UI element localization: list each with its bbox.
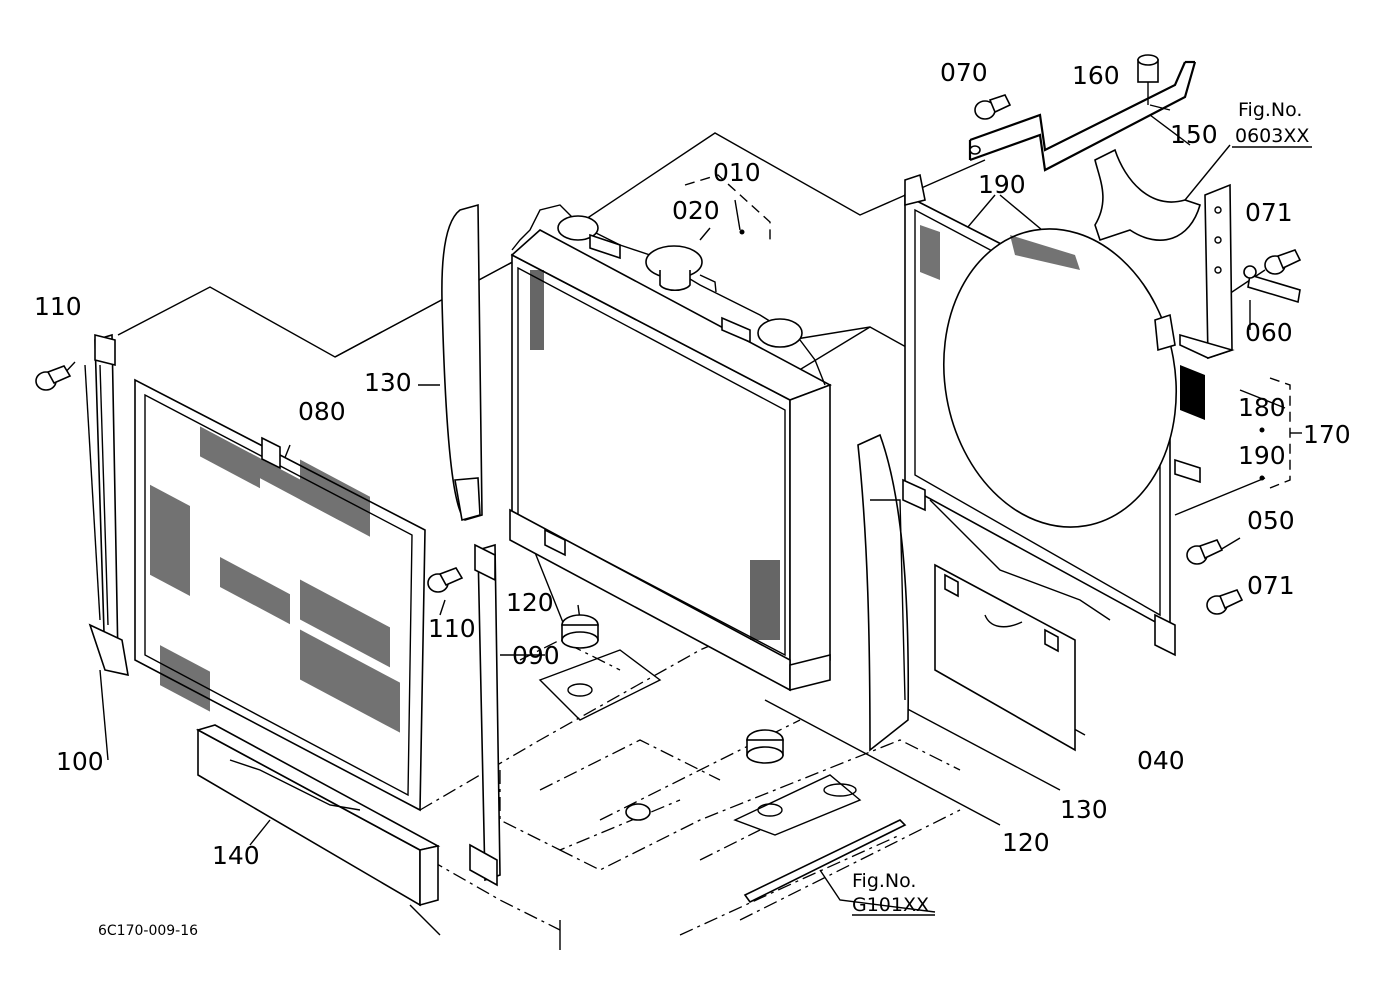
fig-ref-top-code: 0603XX — [1235, 125, 1309, 147]
label-010: 010 — [713, 158, 761, 187]
label-100: 100 — [56, 747, 104, 776]
label-080: 080 — [298, 397, 346, 426]
label-040: 040 — [1137, 746, 1185, 775]
part-010-radiator — [509, 204, 832, 692]
part-071-bolt-lower — [1206, 589, 1244, 615]
part-130-seal-right — [857, 433, 910, 752]
label-070: 070 — [940, 58, 988, 87]
fig-ref-top-title: Fig.No. — [1238, 99, 1302, 121]
part-040-cover-plate — [934, 563, 1076, 752]
drawing-code: 6C170-009-16 — [98, 923, 198, 939]
label-130-right: 130 — [1060, 795, 1108, 824]
label-050: 050 — [1247, 506, 1295, 535]
part-120-mount-left — [538, 614, 662, 721]
part-100-left-bracket — [84, 333, 129, 677]
label-071-upper: 071 — [1245, 198, 1293, 227]
fig-ref-bottom-title: Fig.No. — [852, 870, 916, 892]
label-170: 170 — [1303, 420, 1351, 449]
fig-0603-reference-bracket — [1094, 148, 1235, 360]
label-140: 140 — [212, 841, 260, 870]
label-180: 180 — [1238, 393, 1286, 422]
label-060: 060 — [1245, 318, 1293, 347]
part-120-mount-right — [625, 729, 862, 836]
label-110-right: 110 — [428, 614, 476, 643]
part-140-bottom-seal — [195, 724, 441, 907]
label-160: 160 — [1072, 61, 1120, 90]
label-130-left: 130 — [364, 368, 412, 397]
part-160-bolt — [1137, 54, 1159, 105]
label-071-lower: 071 — [1247, 571, 1295, 600]
part-150-upper-bracket — [968, 60, 1197, 172]
part-090-right-bracket — [469, 543, 501, 887]
label-020: 020 — [672, 196, 720, 225]
part-110-bolt-left — [35, 365, 72, 391]
label-120-left: 120 — [506, 588, 554, 617]
label-090: 090 — [512, 641, 560, 670]
label-120-right: 120 — [1002, 828, 1050, 857]
group-bracket-170 — [1259, 377, 1302, 489]
part-170-fan-shroud — [902, 173, 1205, 657]
part-050-bolt — [1186, 539, 1224, 565]
label-150: 150 — [1170, 120, 1218, 149]
fig-ref-bottom-code: G101XX — [852, 894, 929, 916]
part-071-bolt-upper — [1264, 249, 1302, 275]
part-080-screen — [134, 378, 426, 812]
part-060-rod — [1243, 265, 1301, 304]
part-020-radiator-cap — [645, 245, 717, 293]
label-110-left: 110 — [34, 292, 82, 321]
part-070-bolt — [974, 94, 1012, 120]
part-110-bolt-right — [427, 567, 464, 593]
label-190-bottom: 190 — [1238, 441, 1286, 470]
part-130-seal-left — [441, 203, 483, 522]
group-bracket-010 — [684, 174, 771, 245]
label-190-top: 190 — [978, 170, 1026, 199]
